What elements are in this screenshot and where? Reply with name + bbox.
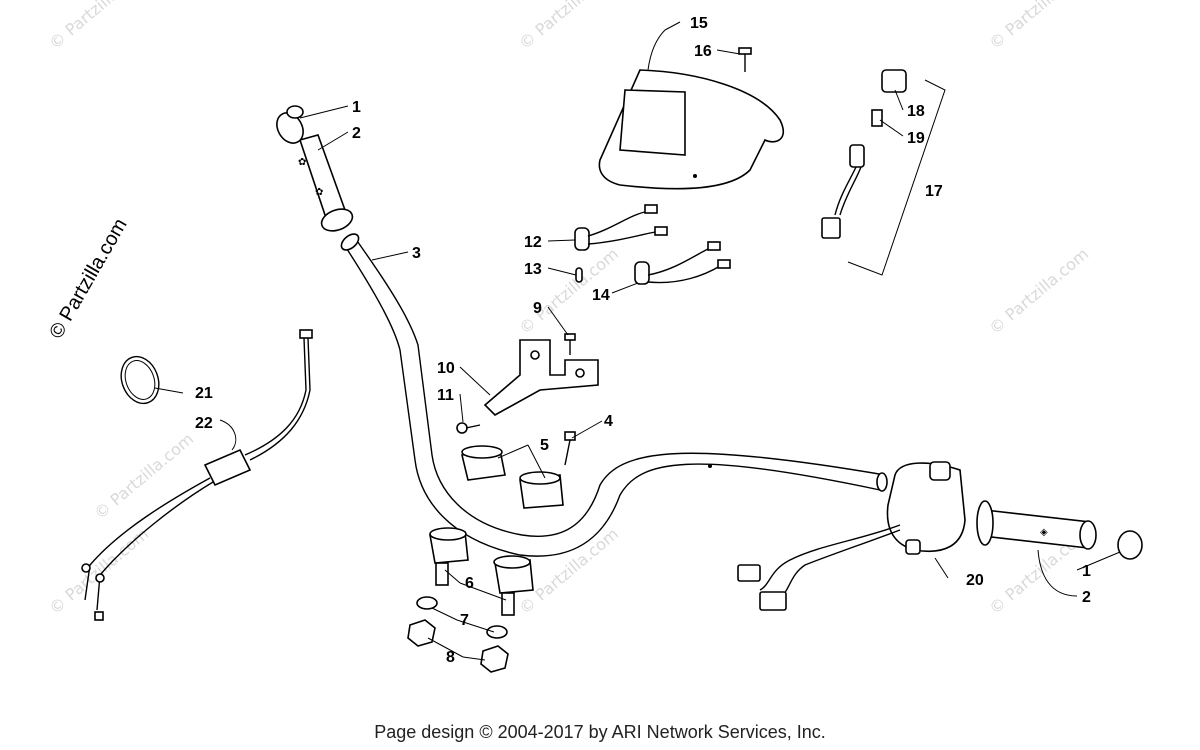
switch-housing (737, 461, 966, 611)
callout-1-right: 1 (1082, 563, 1091, 580)
svg-text:✿: ✿ (315, 187, 323, 198)
callout-22: 22 (195, 415, 213, 432)
washer-7a (416, 596, 438, 610)
callout-12: 12 (524, 234, 542, 251)
clip-21 (120, 355, 160, 405)
pin-13 (575, 267, 583, 283)
watermark: © Partzilla.com (985, 0, 1092, 53)
callout-6: 6 (465, 575, 474, 592)
callout-7: 7 (460, 612, 469, 629)
leader-lines (154, 21, 1121, 661)
riser-6b (493, 555, 534, 616)
callout-19: 19 (907, 130, 925, 147)
callout-21: 21 (195, 385, 213, 402)
callout-4: 4 (604, 413, 613, 430)
watermark: © Partzilla.com (45, 0, 152, 53)
callout-15: 15 (690, 15, 708, 32)
callout-16: 16 (694, 43, 712, 60)
callouts: 1 2 3 4 5 6 7 8 9 10 11 12 13 14 15 16 1… (195, 15, 1091, 666)
callout-11: 11 (437, 387, 454, 404)
svg-text:◈: ◈ (1040, 527, 1048, 538)
clamp-upper-5 (461, 445, 506, 481)
clamp-lower-5 (519, 471, 564, 509)
screw-9 (564, 333, 576, 355)
riser-6a (429, 527, 469, 586)
callout-2: 2 (352, 125, 361, 142)
key-switch (821, 69, 946, 276)
nut-8a (407, 619, 436, 647)
svg-text:✿: ✿ (298, 157, 306, 168)
watermark: © Partzilla.com (985, 244, 1092, 338)
harness-14 (634, 241, 731, 285)
callout-13: 13 (524, 261, 542, 278)
callout-20: 20 (966, 572, 984, 589)
left-grip: ✿ ✿ (276, 105, 354, 232)
watermark: © Partzilla.com (90, 429, 197, 523)
instrument-pod (598, 69, 785, 190)
watermark: © Partzilla.com (515, 0, 622, 53)
screw-16 (738, 47, 752, 72)
screw-11 (456, 422, 481, 434)
callout-9: 9 (533, 300, 542, 317)
harness-12 (574, 204, 668, 251)
washer-7b (486, 625, 508, 639)
callout-2-right: 2 (1082, 589, 1091, 606)
callout-5: 5 (540, 437, 549, 454)
callout-3: 3 (412, 245, 421, 262)
callout-1: 1 (352, 99, 361, 116)
callout-10: 10 (437, 360, 455, 377)
handlebar (340, 233, 888, 557)
callout-17: 17 (925, 183, 943, 200)
footer-credit: Page design © 2004-2017 by ARI Network S… (374, 722, 826, 742)
callout-14: 14 (592, 287, 610, 304)
watermark-large: © Partzilla.com (45, 215, 131, 343)
callout-18: 18 (907, 103, 925, 120)
cable-22 (81, 329, 313, 621)
right-grip: ◈ (976, 500, 1143, 560)
bracket-10 (483, 339, 599, 416)
callout-8: 8 (446, 649, 455, 666)
nut-8b (480, 645, 509, 673)
